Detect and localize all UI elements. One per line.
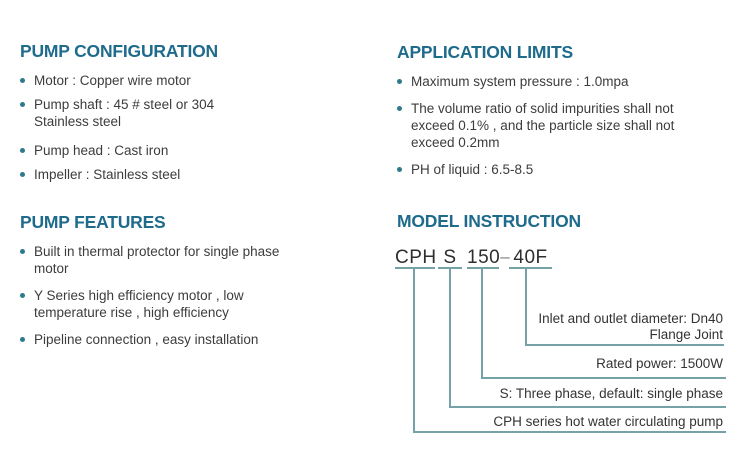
list-item: Y Series high efficiency motor , low tem…: [20, 287, 365, 321]
list-item: Pump head : Cast iron: [20, 142, 365, 159]
section-pump-configuration: PUMP CONFIGURATION Motor : Copper wire m…: [20, 41, 365, 190]
bullet-icon: [397, 106, 402, 111]
list-item-text: Motor : Copper wire motor: [34, 73, 191, 88]
section-model-instruction: MODEL INSTRUCTION: [397, 211, 737, 232]
legend-series: CPH series hot water circulating pump: [493, 414, 723, 429]
pump-features-title: PUMP FEATURES: [20, 212, 166, 232]
section-pump-features: PUMP FEATURES Built in thermal protector…: [20, 212, 365, 358]
list-item-text: Impeller : Stainless steel: [34, 167, 181, 182]
list-item-text: Maximum system pressure : 1.0mpa: [411, 74, 629, 89]
list-item: Pipeline connection , easy installation: [20, 331, 365, 348]
list-item-text: Pump shaft : 45 # steel or 304 Stainless…: [34, 97, 215, 129]
legend-power: Rated power: 1500W: [596, 356, 723, 371]
bullet-icon: [397, 79, 402, 84]
list-item-text: Pump head : Cast iron: [34, 143, 169, 158]
connector-line-power-horizontal: [481, 377, 726, 379]
application-limits-title: APPLICATION LIMITS: [397, 42, 573, 62]
list-item: Maximum system pressure : 1.0mpa: [397, 73, 737, 90]
model-code-power: 150: [467, 247, 501, 269]
bullet-icon: [20, 337, 25, 342]
bullet-icon: [20, 78, 25, 83]
model-code-phase: S: [438, 247, 462, 269]
connector-line-size-vertical: [525, 269, 527, 346]
connector-line-series-vertical: [413, 269, 415, 433]
connector-line-phase-horizontal: [449, 406, 726, 408]
list-item-text: Built in thermal protector for single ph…: [34, 244, 280, 276]
list-item: Built in thermal protector for single ph…: [20, 243, 365, 277]
list-item: The volume ratio of solid impurities sha…: [397, 100, 737, 151]
legend-size: Inlet and outlet diameter: Dn40 Flange J…: [538, 311, 723, 342]
bullet-icon: [20, 148, 25, 153]
connector-line-series-horizontal: [413, 431, 726, 433]
section-application-limits: APPLICATION LIMITS Maximum system pressu…: [397, 42, 737, 188]
bullet-icon: [20, 172, 25, 177]
bullet-icon: [20, 293, 25, 298]
bullet-icon: [20, 249, 25, 254]
list-item: Impeller : Stainless steel: [20, 166, 365, 183]
model-code-separator: –: [500, 247, 510, 266]
application-limits-list: Maximum system pressure : 1.0mpa The vol…: [397, 73, 737, 178]
connector-line-phase-vertical: [449, 269, 451, 408]
list-item: PH of liquid : 6.5-8.5: [397, 161, 737, 178]
connector-line-size-horizontal: [525, 344, 724, 346]
pump-features-list: Built in thermal protector for single ph…: [20, 243, 365, 348]
list-item: Pump shaft : 45 # steel or 304 Stainless…: [20, 96, 365, 130]
list-item-text: PH of liquid : 6.5-8.5: [411, 162, 534, 177]
list-item-text: Y Series high efficiency motor , low tem…: [34, 288, 244, 320]
list-item-text: The volume ratio of solid impurities sha…: [411, 101, 675, 150]
connector-line-power-vertical: [481, 269, 483, 379]
list-item-text: Pipeline connection , easy installation: [34, 332, 259, 347]
bullet-icon: [397, 167, 402, 172]
model-instruction-title: MODEL INSTRUCTION: [397, 211, 581, 231]
pump-configuration-title: PUMP CONFIGURATION: [20, 41, 218, 61]
legend-phase: S: Three phase, default: single phase: [499, 386, 723, 401]
model-code-size: 40F: [509, 247, 552, 269]
list-item: Motor : Copper wire motor: [20, 72, 365, 89]
model-code-series: CPH: [395, 247, 437, 269]
pump-configuration-list: Motor : Copper wire motor Pump shaft : 4…: [20, 72, 365, 183]
bullet-icon: [20, 102, 25, 107]
